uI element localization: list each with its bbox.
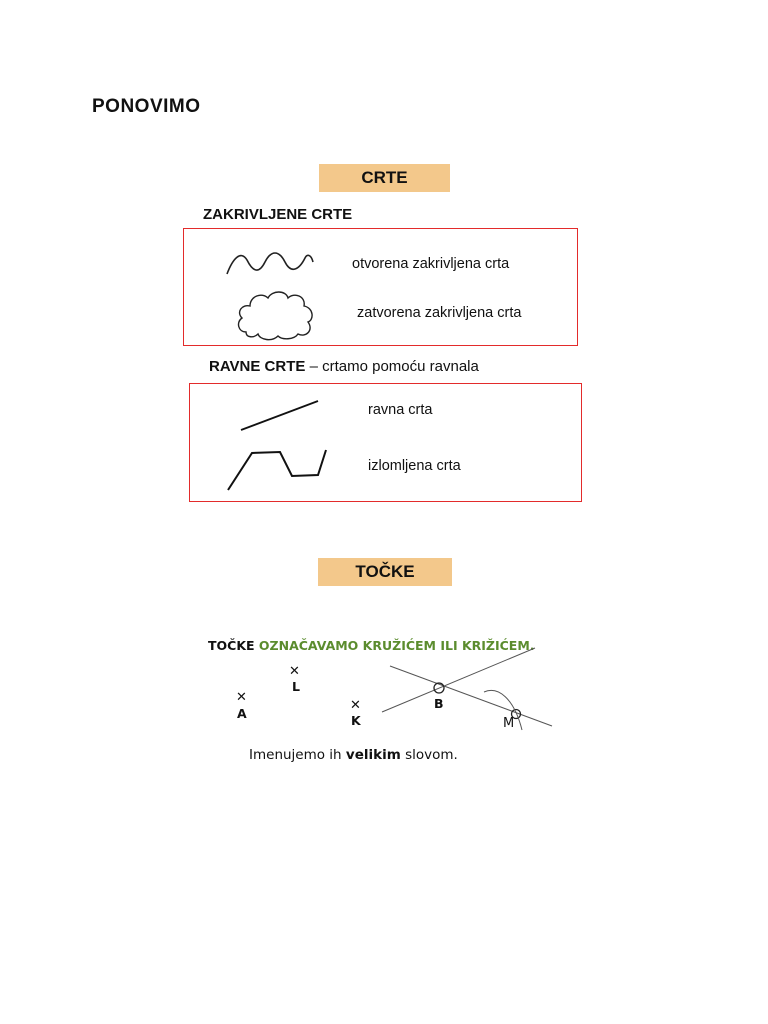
points-footer: Imenujemo ih velikim slovom. [249,747,458,763]
straight-lines-box [189,383,582,502]
closed-curved-line-label: zatvorena zakrivljena crta [357,305,522,321]
point-b-label: B [434,696,444,711]
curved-lines-box [183,228,578,346]
straight-line-label: ravna crta [368,402,433,418]
open-curved-line-label: otvorena zakrivljena crta [352,256,510,272]
wavy-line-icon [226,252,314,275]
points-caption-highlight: OZNAČAVAMO KRUŽIĆEM ILI KRIŽIĆEM. [258,638,535,653]
points-footer-after: slovom. [405,747,458,763]
point-k-label: K [351,713,361,728]
straight-lines-heading: RAVNE CRTE – crtamo pomoću ravnala [209,358,479,375]
point-a-label: A [237,706,247,721]
points-caption-prefix: TOČKE [208,638,255,653]
tocke-badge: TOČKE [318,558,452,586]
crte-badge: CRTE [319,164,450,192]
point-l-label: L [292,679,300,694]
page-title: PONOVIMO [92,96,201,117]
broken-line-icon [227,449,327,491]
cloud-shape-icon [237,291,313,341]
points-footer-bold: velikim [345,747,401,763]
broken-line-label: izlomljena crta [368,458,461,474]
point-a-cross-icon: ✕ [236,690,247,705]
point-m-label: M [503,716,515,731]
straight-lines-heading-dash: – [309,358,318,375]
curved-lines-heading: ZAKRIVLJENE CRTE [203,206,353,223]
straight-line-icon [240,400,319,431]
point-l-cross-icon: ✕ [289,664,300,679]
points-caption: TOČKE OZNAČAVAMO KRUŽIĆEM ILI KRIŽIĆEM. [208,638,535,653]
point-k-cross-icon: ✕ [350,698,361,713]
straight-lines-heading-note: crtamo pomoću ravnala [322,358,479,375]
intersecting-lines-figure [381,647,553,731]
points-footer-before: Imenujemo ih [249,747,342,763]
straight-lines-heading-title: RAVNE CRTE [209,358,306,375]
